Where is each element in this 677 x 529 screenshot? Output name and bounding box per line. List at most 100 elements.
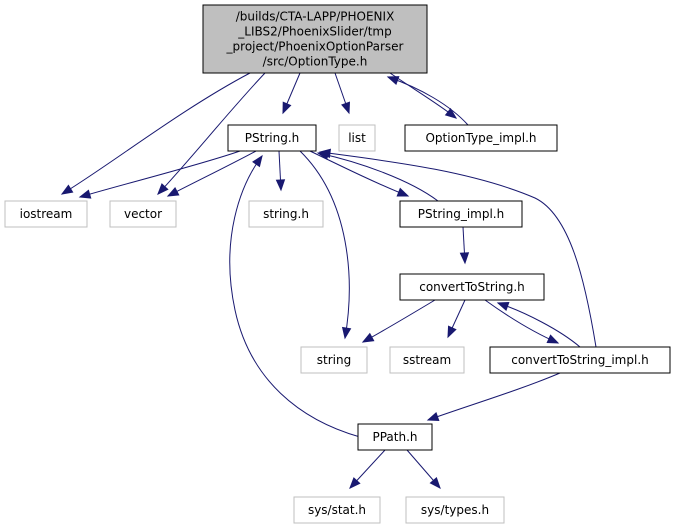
edge-arrowhead — [166, 186, 180, 197]
node-label: convertToString_impl.h — [511, 353, 649, 367]
node-sys-types: sys/types.h — [405, 496, 505, 524]
node-optiontype-impl[interactable]: OptionType_impl.h — [404, 124, 558, 152]
node-box — [389, 346, 465, 374]
edge-arrowhead — [282, 101, 292, 115]
node-box — [404, 124, 558, 152]
node-box — [109, 200, 177, 228]
node-label-line-3: _project/PhoenixOptionParser — [226, 40, 404, 54]
node-label: iostream — [20, 207, 73, 221]
edge-pstring-to-string_h — [275, 150, 286, 192]
edge-optiontype_impl-to-root — [386, 76, 469, 126]
node-sstream: sstream — [389, 346, 465, 374]
node-label: OptionType_impl.h — [425, 131, 536, 145]
edge-arrowhead — [426, 412, 440, 421]
edge-pstring-to-pstring_impl — [309, 150, 410, 197]
edge-line — [229, 155, 361, 438]
node-ppath[interactable]: PPath.h — [357, 423, 433, 451]
edge-ppath-to-sys_types — [406, 449, 441, 490]
node-label: vector — [124, 207, 162, 221]
edge-root-to-optiontype_impl — [389, 72, 458, 119]
edge-arrowhead — [60, 184, 74, 195]
node-string-h: string.h — [248, 200, 324, 228]
nodes-layer: /builds/CTA-LAPP/PHOENIX_LIBS2/PhoenixSl… — [4, 4, 671, 524]
edge-pstring-to-vector — [166, 150, 257, 197]
node-pstring[interactable]: PString.h — [227, 124, 317, 152]
node-label: string — [317, 353, 351, 367]
node-label: convertToString.h — [419, 280, 525, 294]
node-label: PString_impl.h — [418, 207, 504, 221]
edge-arrowhead — [429, 476, 441, 490]
edge-pstring_impl-to-pstring — [316, 150, 439, 202]
edge-line — [317, 152, 439, 202]
edge-root-to-pstring — [282, 72, 301, 115]
node-box — [489, 346, 671, 374]
edge-arrowhead — [78, 189, 92, 199]
edge-arrowhead — [386, 76, 400, 86]
edge-arrowhead — [546, 334, 560, 344]
node-label: PString.h — [245, 131, 299, 145]
edge-converttostring-to-string — [361, 299, 436, 343]
edge-pstring-to-string — [299, 150, 352, 340]
edge-arrowhead — [318, 148, 332, 159]
edge-root-to-vector — [157, 72, 266, 195]
edge-ppath-to-sys_stat — [349, 449, 386, 489]
edge-line — [362, 299, 436, 343]
node-box — [293, 496, 381, 524]
edge-converttostring_impl-to-converttostring — [496, 302, 581, 348]
node-label-line-2: _LIBS2/PhoenixSlider/tmp — [237, 25, 391, 39]
node-converttostring[interactable]: convertToString.h — [399, 273, 545, 301]
edge-line — [157, 72, 266, 195]
edge-converttostring-to-converttostring_impl — [484, 299, 560, 344]
node-sys-stat: sys/stat.h — [293, 496, 381, 524]
edge-converttostring_impl-to-ppath — [426, 372, 561, 421]
node-box — [248, 200, 324, 228]
node-vector: vector — [109, 200, 177, 228]
node-iostream: iostream — [4, 200, 88, 228]
edge-line — [299, 150, 350, 339]
edge-line — [484, 299, 559, 344]
edge-arrowhead — [459, 252, 470, 265]
edge-line — [319, 151, 597, 348]
edge-arrowhead — [349, 477, 361, 489]
edge-arrowhead — [361, 332, 375, 343]
node-label: list — [348, 131, 366, 145]
edge-pstring_impl-to-converttostring — [459, 226, 470, 265]
edge-line — [61, 72, 251, 195]
node-label: sys/stat.h — [308, 503, 366, 517]
edge-arrowhead — [157, 183, 169, 195]
edge-arrowhead — [252, 154, 263, 168]
edge-arrowhead — [275, 179, 286, 192]
edge-line — [497, 302, 581, 348]
node-box — [405, 496, 505, 524]
node-label: sys/types.h — [421, 503, 489, 517]
node-pstring-impl[interactable]: PString_impl.h — [399, 200, 523, 228]
node-label: string.h — [263, 207, 309, 221]
node-label-line-1: /builds/CTA-LAPP/PHOENIX — [236, 10, 395, 24]
edge-root-to-iostream — [60, 72, 251, 195]
edge-arrowhead — [496, 302, 510, 311]
node-box — [399, 200, 523, 228]
node-box — [227, 124, 317, 152]
edge-line — [167, 150, 257, 197]
edge-arrowhead — [341, 101, 351, 115]
node-label: PPath.h — [372, 430, 417, 444]
edge-pstring-to-iostream — [78, 150, 241, 199]
node-converttostring-impl[interactable]: convertToString_impl.h — [489, 346, 671, 374]
node-list: list — [338, 124, 376, 152]
node-box — [399, 273, 545, 301]
node-box — [357, 423, 433, 451]
edge-arrowhead — [444, 107, 458, 119]
edge-line — [79, 150, 241, 198]
node-label: sstream — [403, 353, 451, 367]
edge-arrowhead — [341, 326, 352, 340]
edge-converttostring-to-sstream — [447, 299, 466, 339]
node-root[interactable]: /builds/CTA-LAPP/PHOENIX_LIBS2/PhoenixSl… — [202, 4, 428, 74]
node-label-line-4: /src/OptionType.h — [263, 55, 368, 69]
edge-line — [389, 72, 457, 119]
edge-converttostring_impl-to-pstring — [318, 148, 597, 348]
edge-line — [427, 372, 561, 421]
node-box — [4, 200, 88, 228]
edge-arrowhead — [396, 187, 410, 197]
node-string: string — [300, 346, 368, 374]
